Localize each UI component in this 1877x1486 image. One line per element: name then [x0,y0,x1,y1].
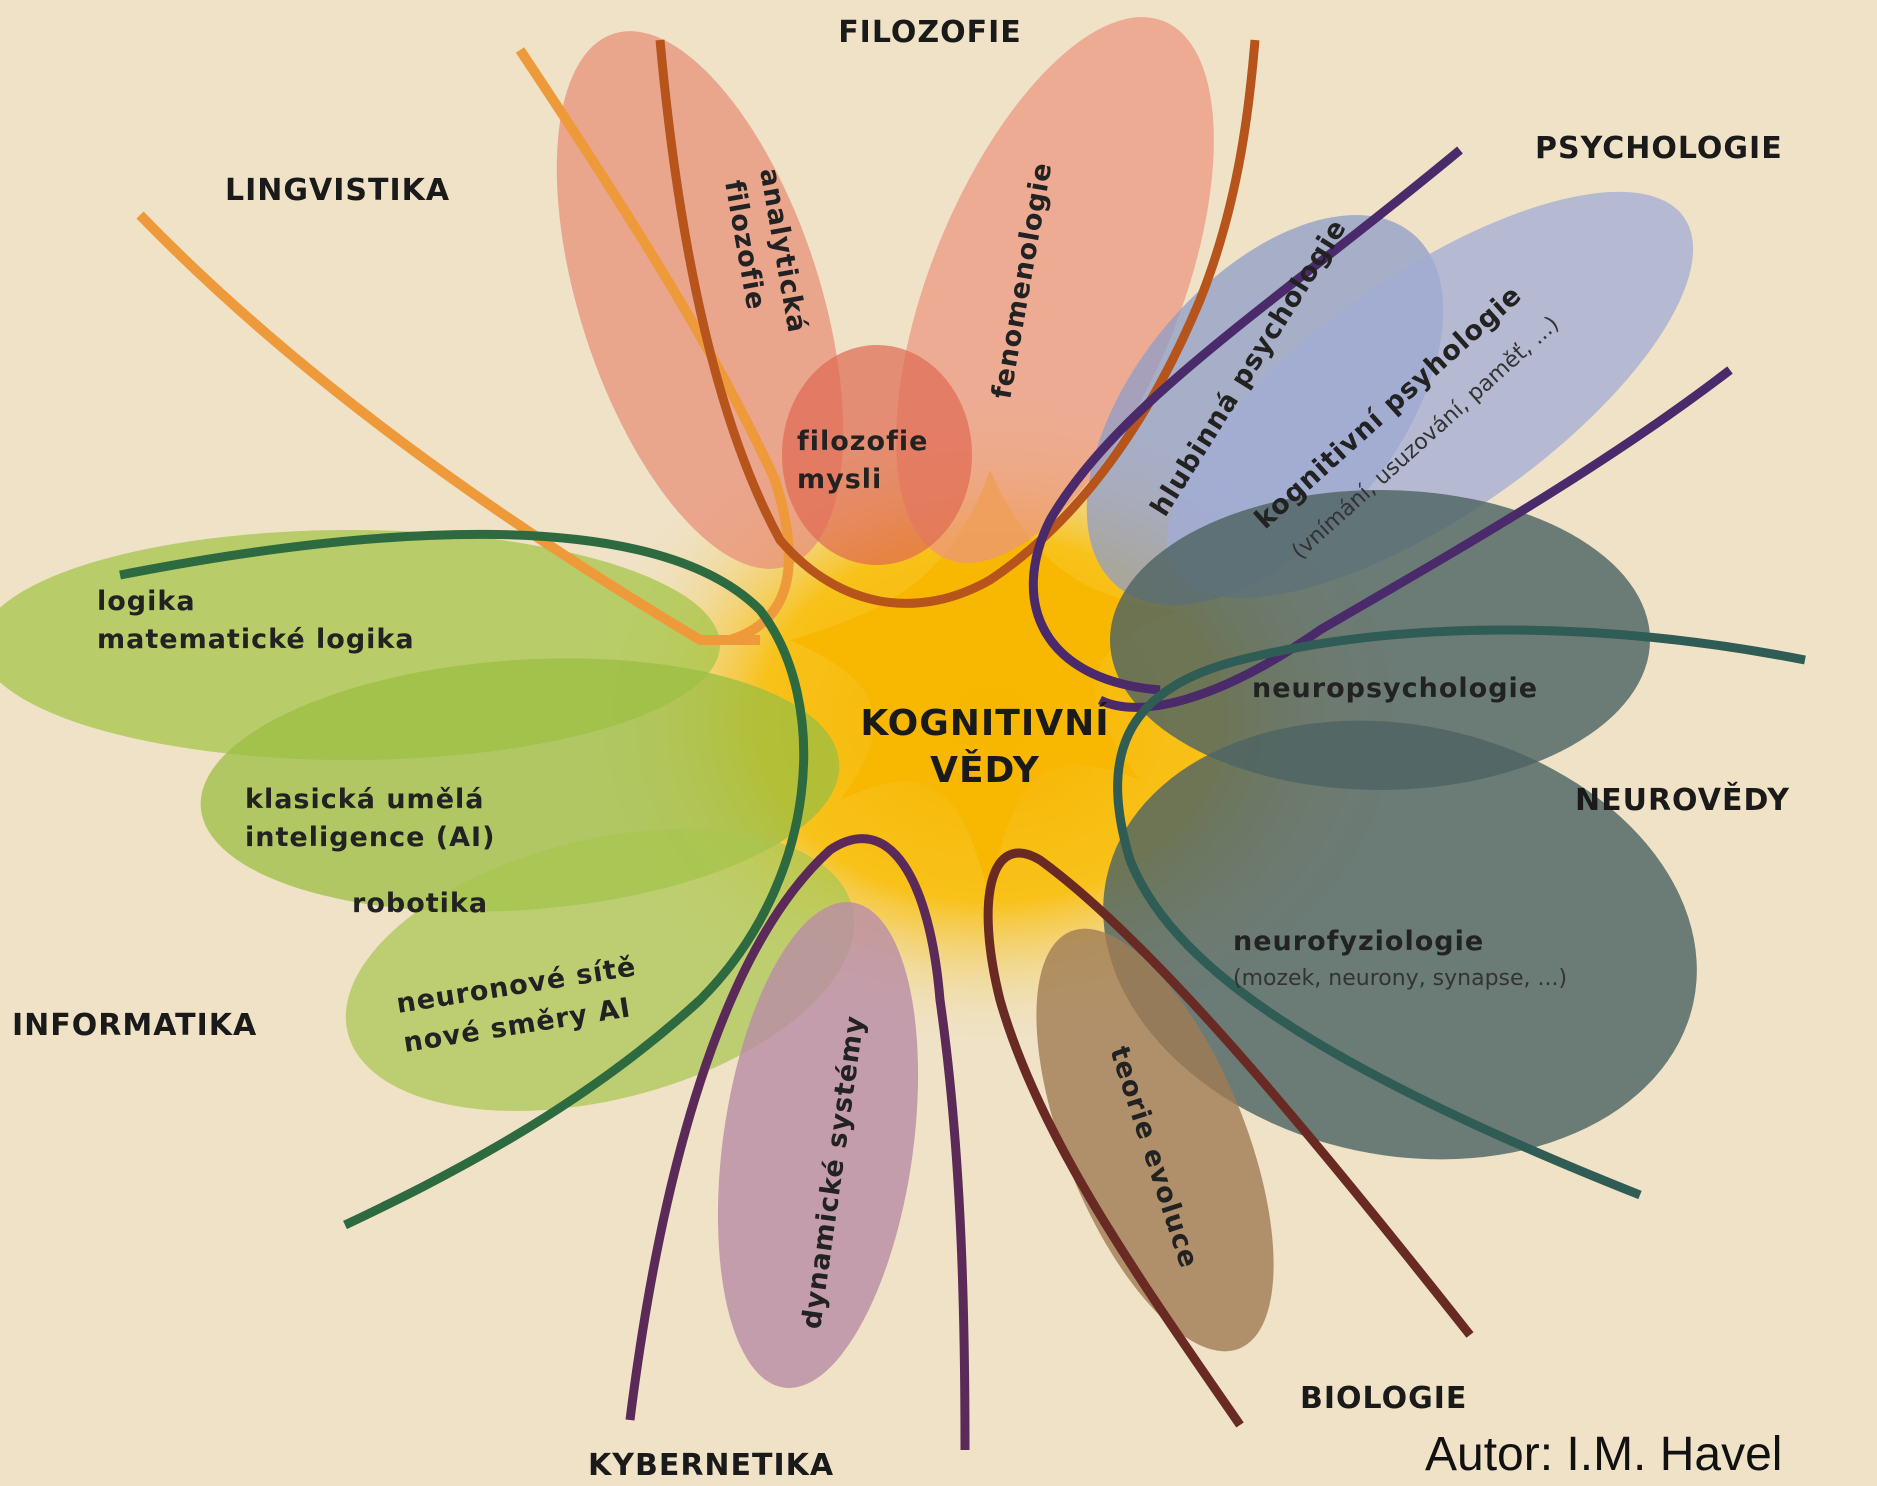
label-filozofie-mysli-1: filozofie [797,426,928,457]
label-neuropsychologie: neuropsychologie [1252,673,1538,704]
field-lingvistika: LINGVISTIKA [225,173,450,208]
curve-psychologie-2 [1097,366,1733,712]
field-filozofie: FILOZOFIE [838,15,1022,50]
curve-informatika [119,529,809,1230]
center-title-line2: VĚDY [930,749,1040,791]
label-klasicka-ai-2: inteligence (AI) [245,822,495,853]
petal-neuronove-site [345,829,855,1111]
petal-neurofyziologie [1103,720,1697,1160]
label-logika-2: matematické logika [97,624,415,655]
curve-kybernetika-1 [625,834,970,1451]
label-robotika: robotika [352,888,488,919]
curve-filozofie [655,39,1260,608]
label-klasicka-ai-1: klasická umělá [245,784,484,815]
field-psychologie: PSYCHOLOGIE [1535,131,1783,166]
center-title-line1: KOGNITIVNÍ [860,702,1109,744]
label-neurofyziologie: neurofyziologie [1233,926,1484,957]
label-logika-1: logika [97,586,196,617]
curve-lingvistika-2 [136,211,760,645]
curve-psychologie-1 [1028,146,1463,695]
field-biologie: BIOLOGIE [1300,1381,1467,1416]
field-neurovedy: NEUROVĚDY [1575,782,1790,818]
curve-neurovedy [1113,625,1806,1200]
center-star [790,470,1180,900]
petal-dynamicke-systemy [717,902,919,1388]
author-credit: Autor: I.M. Havel [1425,1428,1782,1481]
field-informatika: INFORMATIKA [12,1008,257,1043]
label-neurofyziologie-note: (mozek, neurony, synapse, ...) [1233,966,1567,991]
field-kybernetika: KYBERNETIKA [588,1448,834,1483]
curve-biologie-1 [983,848,1474,1428]
petal-kognitivni-psychologie [1166,191,1694,599]
curve-lingvistika-1 [515,47,794,645]
petal-fenomenologie [896,17,1214,563]
petal-filozofie-mysli [782,345,972,565]
petal-teorie-evoluce [1036,928,1274,1352]
label-filozofie-mysli-2: mysli [797,464,882,495]
